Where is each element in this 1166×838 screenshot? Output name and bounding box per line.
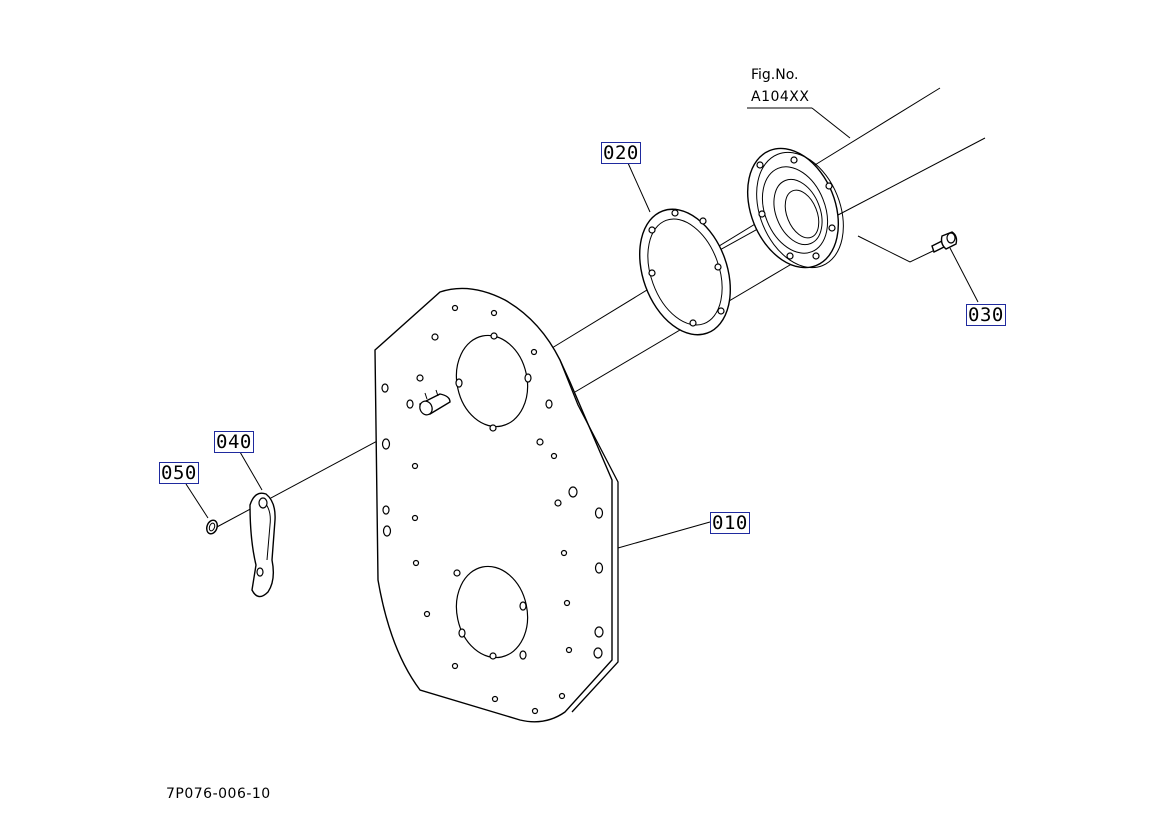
fig-number-leader <box>747 107 851 139</box>
lever-part-040 <box>249 492 276 598</box>
leader-020 <box>627 162 651 213</box>
drawing-number: 7P076-006-10 <box>166 786 271 802</box>
callout-030[interactable]: 030 <box>966 304 1006 326</box>
leader-010 <box>617 521 711 549</box>
leader-030 <box>949 247 979 303</box>
leader-050 <box>185 483 209 519</box>
gasket-part-020 <box>639 208 731 336</box>
fig-number-value[interactable]: A104XX <box>751 89 810 105</box>
bolt-part-030 <box>931 231 958 253</box>
plate-part-010 <box>374 287 619 723</box>
fig-number-label: Fig.No. <box>751 67 799 83</box>
callout-020[interactable]: 020 <box>601 142 641 164</box>
callout-050[interactable]: 050 <box>159 462 199 484</box>
ring-part-050 <box>206 519 218 535</box>
callout-040[interactable]: 040 <box>214 431 254 453</box>
leader-040 <box>239 451 263 491</box>
callout-010[interactable]: 010 <box>710 512 750 534</box>
bearing-flange-housing <box>746 147 844 269</box>
leader-030-axis <box>857 235 936 263</box>
